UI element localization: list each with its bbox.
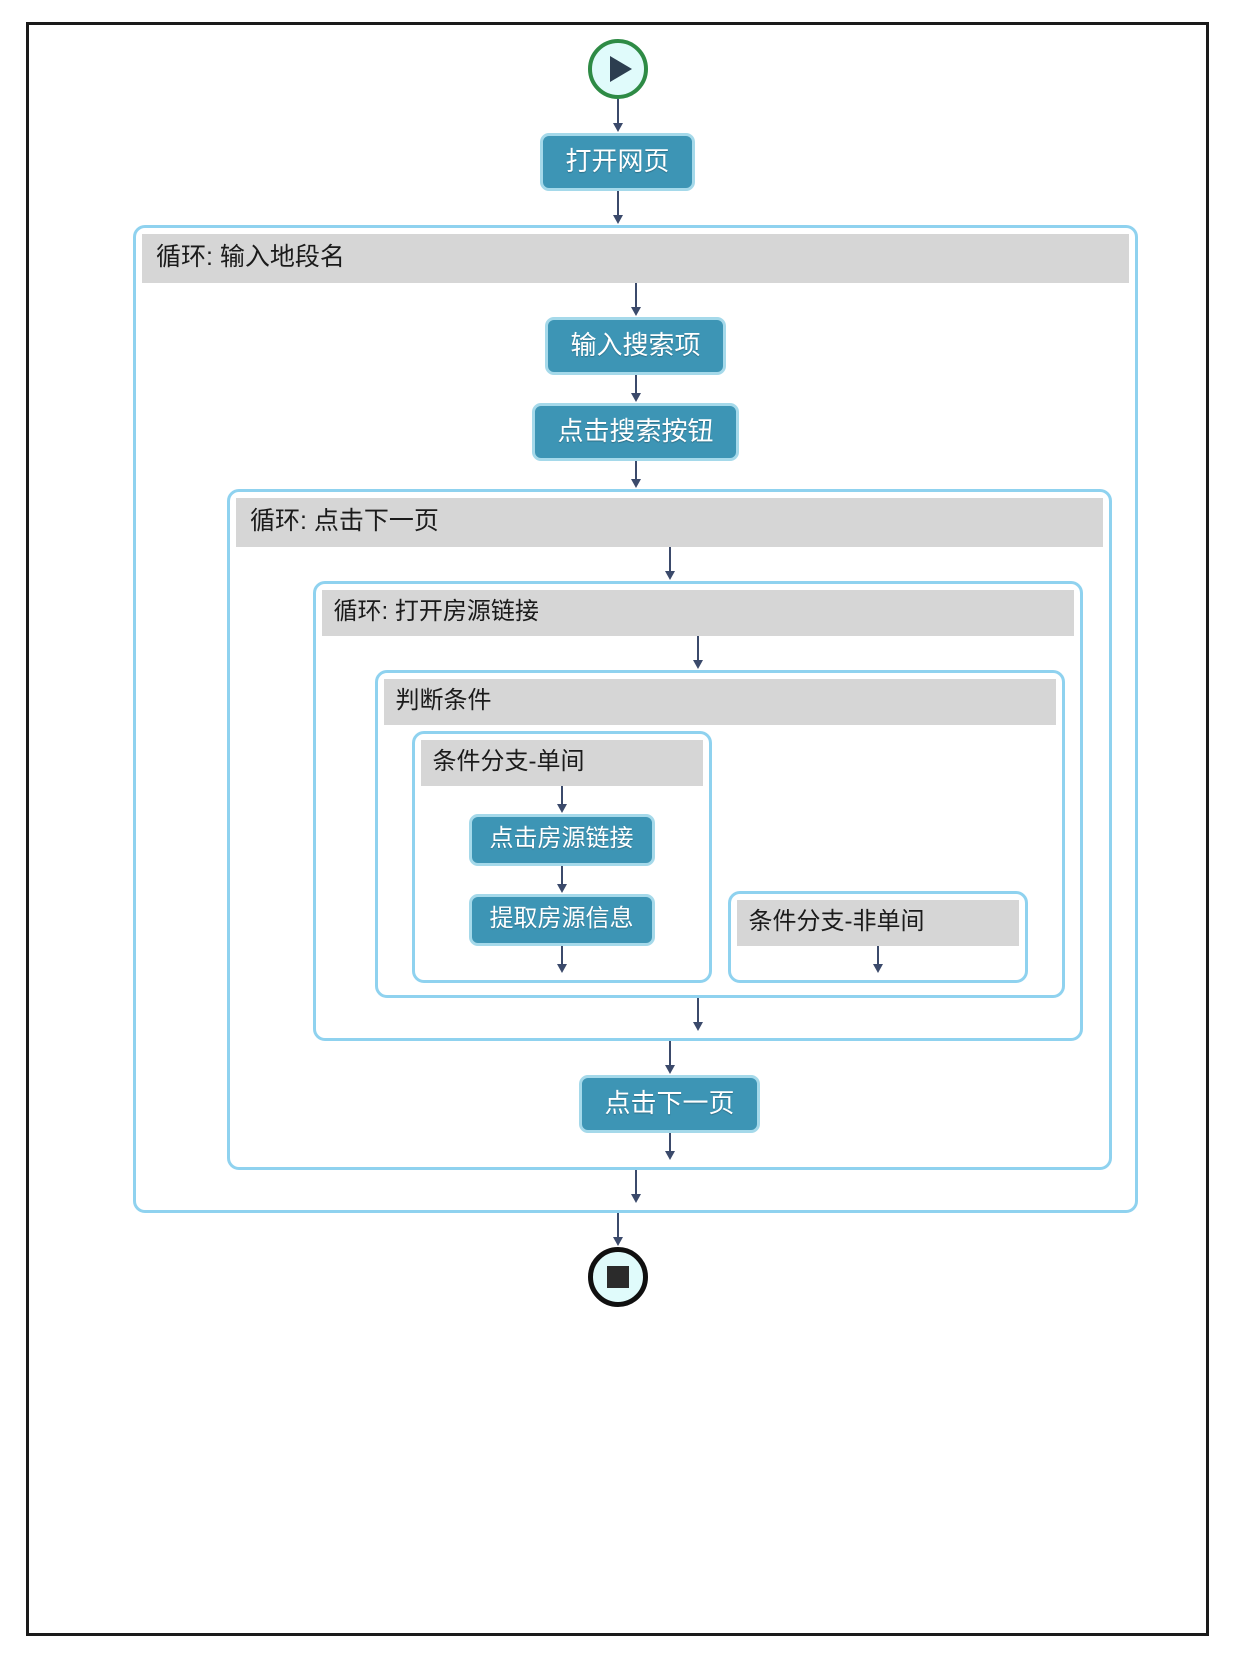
connector-arrow	[629, 375, 643, 403]
connector-arrow	[663, 1041, 677, 1075]
branch-block-single-room[interactable]: 条件分支-单间 点击房源链接 提取房源信息	[411, 731, 712, 983]
flowchart-canvas: 打开网页 循环: 输入地段名 输入搜索项 点击搜索按钮 循环: 点击下一页	[26, 22, 1209, 1636]
connector-arrow	[663, 547, 677, 581]
branch-block-non-single-room[interactable]: 条件分支-非单间	[727, 891, 1028, 983]
action-extract-listing-info[interactable]: 提取房源信息	[468, 894, 655, 946]
connector-arrow	[611, 99, 625, 133]
loop-block-click-next-page[interactable]: 循环: 点击下一页 循环: 打开房源链接 判断条件	[227, 489, 1112, 1170]
connector-arrow	[871, 946, 885, 974]
connector-arrow	[611, 1213, 625, 1247]
connector-arrow	[629, 461, 643, 489]
branch-title-single-room: 条件分支-单间	[420, 740, 703, 786]
action-click-search-button[interactable]: 点击搜索按钮	[532, 403, 739, 461]
action-click-listing-link[interactable]: 点击房源链接	[468, 814, 655, 866]
action-input-search-term[interactable]: 输入搜索项	[545, 317, 726, 375]
branch-row: 条件分支-单间 点击房源链接 提取房源信息	[384, 731, 1056, 983]
connector-arrow	[691, 998, 705, 1032]
end-node[interactable]	[587, 1247, 648, 1307]
play-icon	[609, 56, 632, 82]
stop-icon	[606, 1266, 629, 1288]
loop-block-open-listing-link[interactable]: 循环: 打开房源链接 判断条件	[312, 581, 1083, 1041]
loop-block-input-area-name[interactable]: 循环: 输入地段名 输入搜索项 点击搜索按钮 循环: 点击下一页 循环: 打开房…	[133, 225, 1138, 1213]
loop-title-click-next-page: 循环: 点击下一页	[236, 498, 1103, 547]
action-click-next-page[interactable]: 点击下一页	[579, 1075, 760, 1133]
connector-arrow	[629, 1170, 643, 1204]
connector-arrow	[629, 283, 643, 317]
loop-title-input-area-name: 循环: 输入地段名	[142, 234, 1129, 283]
action-open-webpage[interactable]: 打开网页	[540, 133, 695, 191]
loop-title-open-listing-link: 循环: 打开房源链接	[321, 590, 1074, 636]
connector-arrow	[611, 191, 625, 225]
connector-arrow	[691, 636, 705, 670]
condition-block[interactable]: 判断条件 条件分支-单间	[374, 670, 1065, 998]
condition-title: 判断条件	[383, 679, 1056, 725]
connector-arrow	[663, 1133, 677, 1161]
branch-title-non-single-room: 条件分支-非单间	[736, 900, 1019, 946]
connector-arrow	[555, 786, 569, 814]
connector-arrow	[555, 866, 569, 894]
connector-arrow	[555, 946, 569, 974]
start-node[interactable]	[587, 39, 648, 99]
